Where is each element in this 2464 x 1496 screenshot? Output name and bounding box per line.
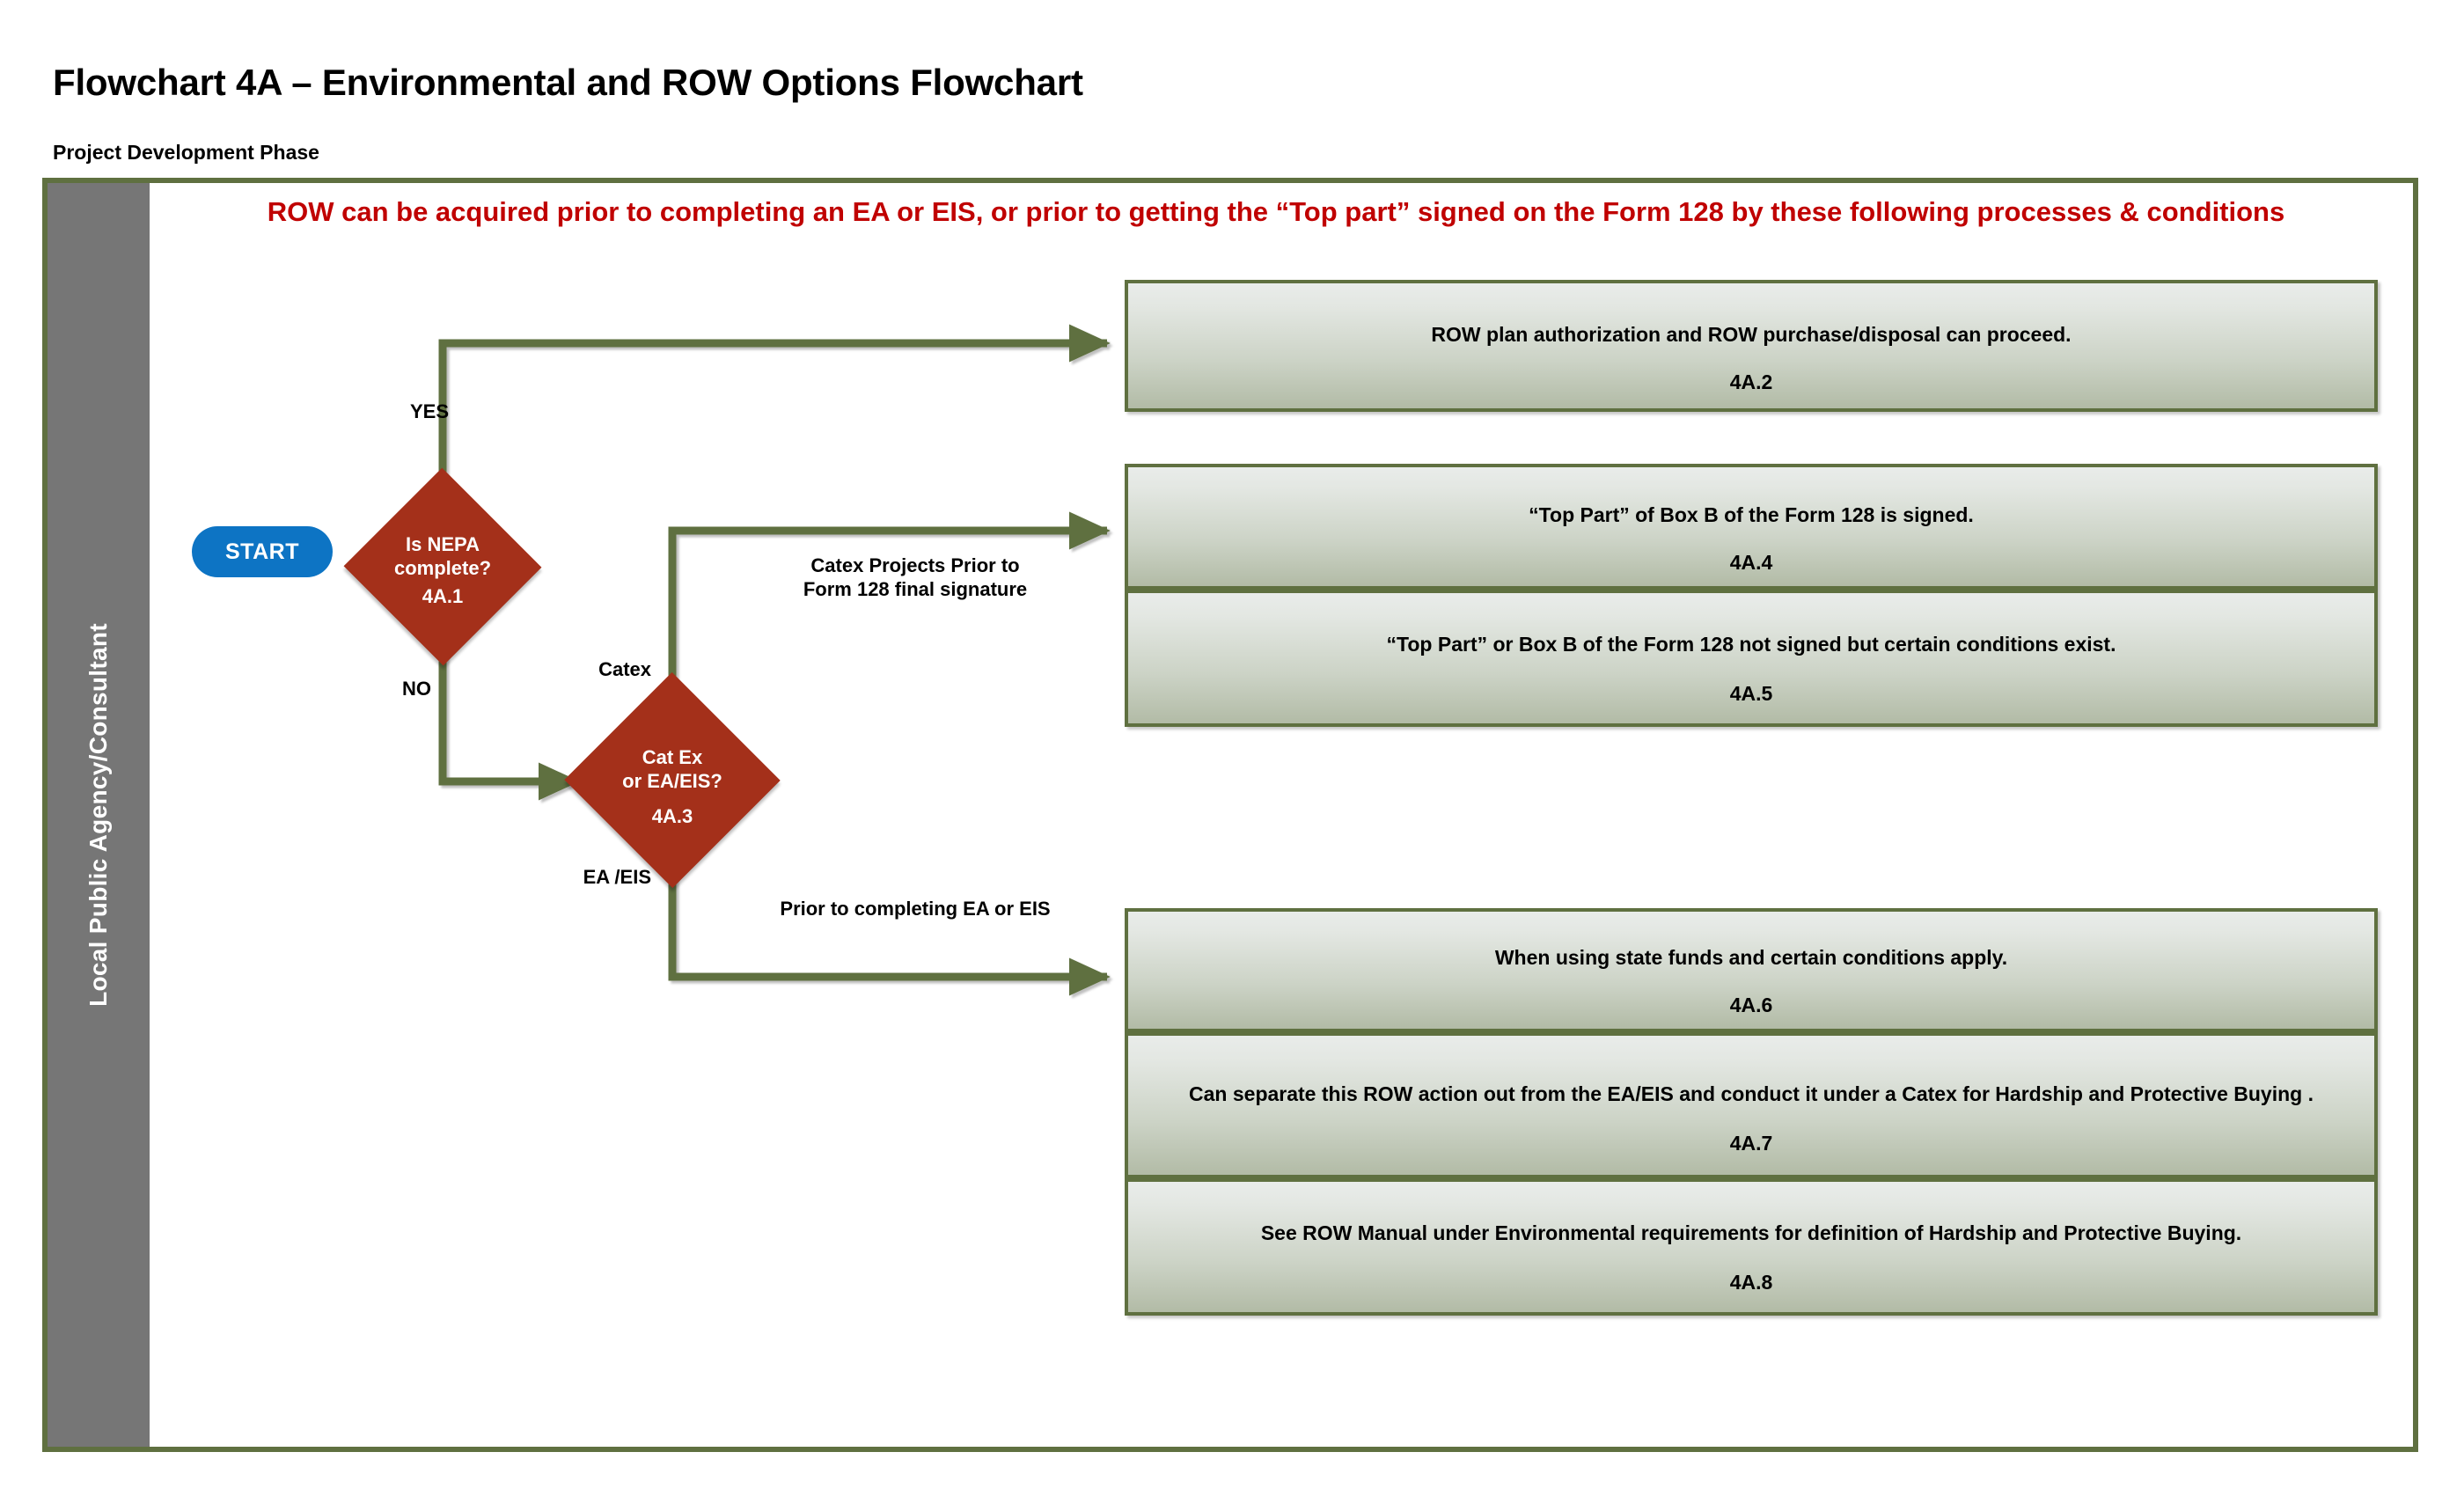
decision-4a1-line2: complete? xyxy=(393,557,492,579)
process-box-4a5-text: “Top Part” or Box B of the Form 128 not … xyxy=(1386,633,2116,656)
decision-4a1-id: 4A.1 xyxy=(422,585,464,607)
phase-label: Project Development Phase xyxy=(53,141,319,164)
process-box-4a7[interactable]: Can separate this ROW action out from th… xyxy=(1125,1032,2378,1178)
decision-node-4a1[interactable]: Is NEPA complete? 4A.1 xyxy=(343,467,542,666)
decision-4a3-id: 4A.3 xyxy=(651,805,693,827)
edge-note-prior-ea-eis: Prior to completing EA or EIS xyxy=(780,898,1051,920)
process-box-4a7-text: Can separate this ROW action out from th… xyxy=(1189,1082,2314,1105)
edge-label-ea-eis: EA /EIS xyxy=(583,866,651,888)
process-box-4a6-text: When using state funds and certain condi… xyxy=(1494,946,2008,969)
edge-label-no: NO xyxy=(402,678,431,700)
decision-node-4a3[interactable]: Cat Ex or EA/EIS? 4A.3 xyxy=(564,671,781,889)
process-box-4a8-text: See ROW Manual under Environmental requi… xyxy=(1260,1221,2242,1244)
process-box-4a5[interactable]: “Top Part” or Box B of the Form 128 not … xyxy=(1125,590,2378,727)
process-box-4a2[interactable]: ROW plan authorization and ROW purchase/… xyxy=(1125,280,2378,412)
process-box-4a8[interactable]: See ROW Manual under Environmental requi… xyxy=(1125,1178,2378,1316)
edge-label-catex: Catex xyxy=(598,658,651,680)
start-node-label: START xyxy=(225,539,299,564)
process-box-4a2-text: ROW plan authorization and ROW purchase/… xyxy=(1431,323,2072,346)
page-title: Flowchart 4A – Environmental and ROW Opt… xyxy=(53,62,1083,103)
decision-4a3-line1: Cat Ex xyxy=(642,745,703,768)
edge-label-yes: YES xyxy=(409,400,449,422)
decision-4a3-label: Cat Ex or EA/EIS? xyxy=(622,746,722,794)
process-box-4a4-text: “Top Part” of Box B of the Form 128 is s… xyxy=(1529,503,1974,526)
edge-note-catex-projects: Catex Projects Prior to Form 128 final s… xyxy=(803,554,1028,600)
process-box-4a4-id: 4A.4 xyxy=(1729,550,1773,574)
process-box-4a8-id: 4A.8 xyxy=(1729,1270,1773,1294)
decision-4a3-line2: or EA/EIS? xyxy=(622,769,722,792)
banner-text: ROW can be acquired prior to completing … xyxy=(267,196,2285,227)
start-node[interactable]: START xyxy=(192,526,333,577)
process-box-4a7-id: 4A.7 xyxy=(1729,1131,1773,1155)
process-box-4a6[interactable]: When using state funds and certain condi… xyxy=(1125,908,2378,1032)
process-box-4a4[interactable]: “Top Part” of Box B of the Form 128 is s… xyxy=(1125,464,2378,590)
swimlane-band xyxy=(48,183,150,1447)
decision-4a1-line1: Is NEPA xyxy=(406,533,480,556)
process-box-4a6-id: 4A.6 xyxy=(1729,993,1773,1016)
decision-4a1-label: Is NEPA complete? xyxy=(394,533,491,581)
process-box-4a5-id: 4A.5 xyxy=(1729,681,1773,705)
process-box-4a2-id: 4A.2 xyxy=(1729,370,1773,393)
